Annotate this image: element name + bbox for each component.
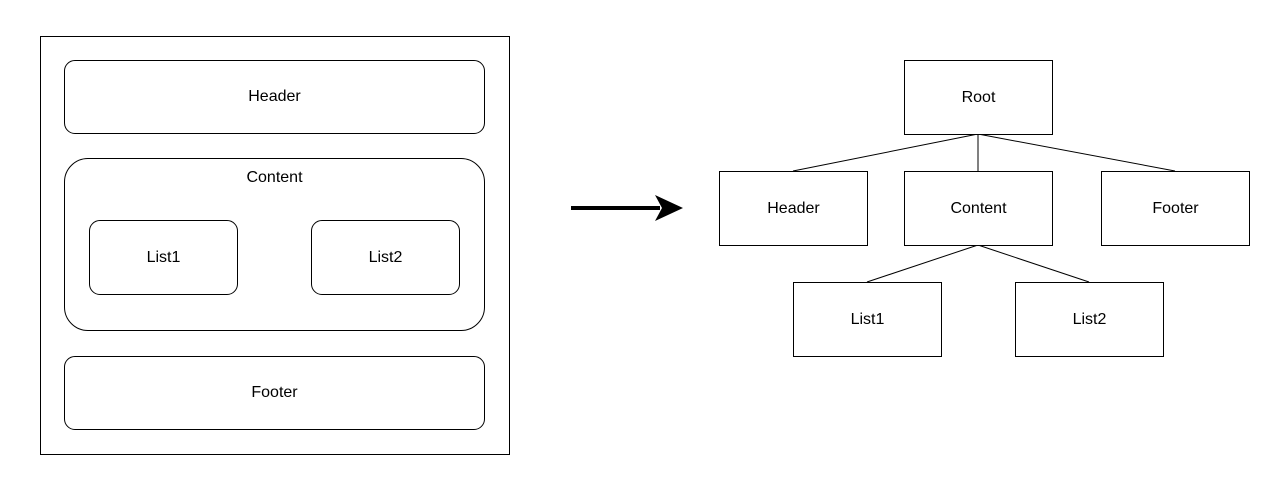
layout-footer-label: Footer	[251, 384, 298, 401]
layout-list1-box: List1	[89, 220, 238, 295]
edge-content-list1	[866, 244, 979, 283]
tree-node-list2: List2	[1015, 282, 1164, 357]
layout-content-label: Content	[246, 169, 303, 186]
tree-node-content: Content	[904, 171, 1053, 246]
tree-node-footer-label: Footer	[1152, 199, 1199, 217]
layout-header-box: Header	[64, 60, 485, 134]
layout-list1-label: List1	[146, 248, 181, 266]
tree-node-root-label: Root	[961, 88, 996, 106]
tree-node-header: Header	[719, 171, 868, 246]
tree-node-root: Root	[904, 60, 1053, 135]
layout-header-label: Header	[248, 88, 301, 105]
edge-root-header	[792, 133, 979, 172]
tree-node-list1-label: List1	[850, 310, 885, 328]
tree-node-footer: Footer	[1101, 171, 1250, 246]
tree-node-list2-label: List2	[1072, 310, 1107, 328]
tree-node-list1: List1	[793, 282, 942, 357]
edge-content-list2	[977, 244, 1090, 283]
layout-list2-box: List2	[311, 220, 460, 295]
transform-arrow-icon	[571, 195, 683, 221]
edge-root-footer	[977, 133, 1176, 172]
layout-footer-box: Footer	[64, 356, 485, 430]
tree-node-header-label: Header	[767, 199, 820, 217]
layout-list2-label: List2	[368, 248, 403, 266]
tree-node-content-label: Content	[950, 199, 1007, 217]
